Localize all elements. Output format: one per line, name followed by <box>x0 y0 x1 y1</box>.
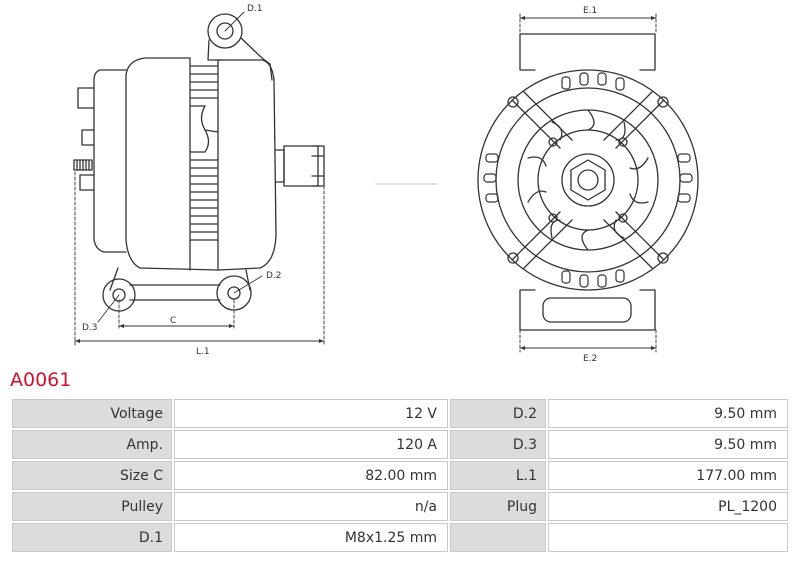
spec-label <box>450 523 546 552</box>
label-e2: E.2 <box>583 354 597 364</box>
spec-value: 12 V <box>174 399 448 428</box>
shaft <box>275 149 285 183</box>
label-e1: E.1 <box>583 6 597 16</box>
pulley-nut <box>561 153 615 207</box>
spec-label: Size C <box>12 461 172 490</box>
label-c: C <box>170 316 176 326</box>
label-l1: L.1 <box>196 347 210 357</box>
spec-label: Voltage <box>12 399 172 428</box>
mount-ear-d1 <box>207 13 243 49</box>
stator-fins <box>189 57 219 271</box>
spec-value: M8x1.25 mm <box>174 523 448 552</box>
spec-label: D.3 <box>450 430 546 459</box>
spec-value: 9.50 mm <box>548 430 788 459</box>
technical-drawing: D.1 D.2 D.3 C L.1 E.1 E.2 <box>73 4 699 364</box>
spec-value: 9.50 mm <box>548 399 788 428</box>
table-row: Voltage 12 V D.2 9.50 mm <box>12 399 788 428</box>
dimension-lines <box>74 11 657 353</box>
table-row: Amp. 120 A D.3 9.50 mm <box>12 430 788 459</box>
spec-label: Plug <box>450 492 546 521</box>
spec-value: 82.00 mm <box>174 461 448 490</box>
spec-table: Voltage 12 V D.2 9.50 mm Amp. 120 A D.3 … <box>10 397 790 554</box>
table-row: Pulley n/a Plug PL_1200 <box>12 492 788 521</box>
fan-outer-ring <box>477 69 699 291</box>
spec-value: PL_1200 <box>548 492 788 521</box>
label-d1: D.1 <box>247 4 263 14</box>
spec-label: L.1 <box>450 461 546 490</box>
spec-label: Amp. <box>12 430 172 459</box>
spec-value: 177.00 mm <box>548 461 788 490</box>
label-d3: D.3 <box>82 323 98 333</box>
part-code: A0061 <box>10 369 72 391</box>
front-view <box>477 33 699 331</box>
spec-label: D.2 <box>450 399 546 428</box>
spec-value: n/a <box>174 492 448 521</box>
side-view <box>73 13 325 312</box>
spec-value: 120 A <box>174 430 448 459</box>
table-row: D.1 M8x1.25 mm <box>12 523 788 552</box>
label-d2: D.2 <box>266 271 282 281</box>
spec-label: Pulley <box>12 492 172 521</box>
spec-label: D.1 <box>12 523 172 552</box>
spec-value <box>548 523 788 552</box>
table-row: Size C 82.00 mm L.1 177.00 mm <box>12 461 788 490</box>
